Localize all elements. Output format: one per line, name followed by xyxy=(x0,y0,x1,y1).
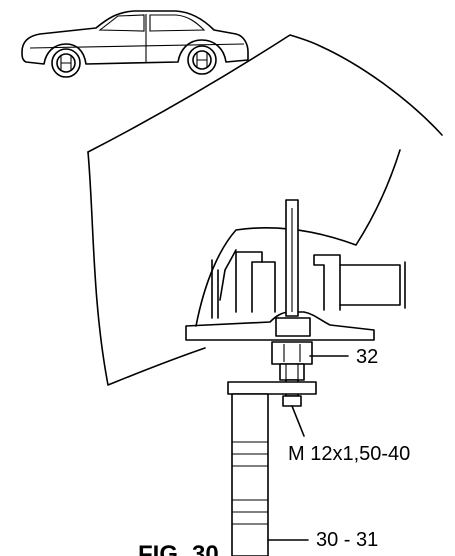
car-side-view-icon xyxy=(21,10,249,78)
label-part-30-31: 30 - 31 xyxy=(316,529,378,551)
label-part-32: 32 xyxy=(356,346,378,368)
leader-lines xyxy=(267,355,349,541)
label-bolt-spec: M 12x1,50-40 xyxy=(288,443,410,465)
threaded-stud xyxy=(285,199,299,317)
body-panel-outline xyxy=(87,34,443,386)
subframe-bracket xyxy=(185,251,406,341)
support-stand xyxy=(227,381,317,556)
figure-caption-number: 30 xyxy=(192,541,219,556)
figure-caption-prefix: FIG. xyxy=(138,541,185,556)
